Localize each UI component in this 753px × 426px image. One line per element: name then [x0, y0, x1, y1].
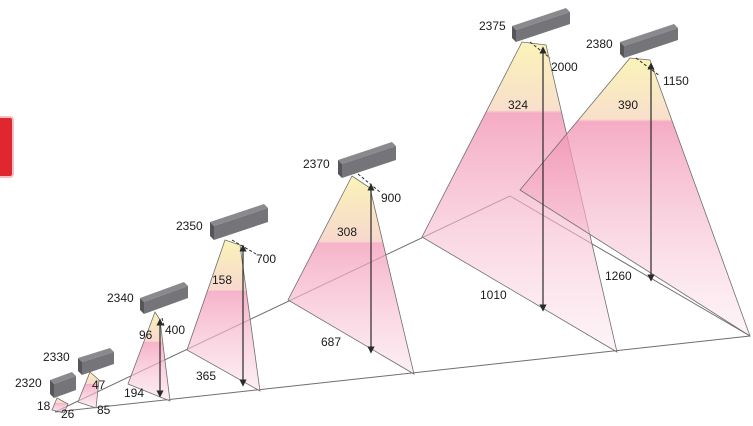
beam-2330 [77, 371, 100, 409]
width-label-2380: 390 [618, 98, 638, 112]
labels: 2320 18 26 2330 47 85 2340 96 400 194 23… [15, 19, 689, 421]
width-label-2320: 18 [37, 399, 51, 413]
fixture-2350-icon [210, 204, 268, 240]
depth-label-2375: 1010 [480, 288, 507, 302]
width-label-2370: 308 [337, 225, 357, 239]
fixture-2370-icon [338, 142, 396, 178]
model-label-2320: 2320 [15, 376, 42, 390]
beam-2375 [421, 41, 618, 353]
height-arrows [156, 46, 655, 398]
depth-label-2380: 1260 [605, 269, 632, 283]
model-label-2330: 2330 [43, 350, 70, 364]
depth-label-2320: 26 [61, 407, 75, 421]
fixture-2380-icon [620, 24, 678, 58]
width-label-2375: 324 [508, 98, 528, 112]
beam-2380 [519, 57, 751, 337]
width-label-2350: 158 [212, 273, 232, 287]
fixture-2340-icon [140, 282, 188, 314]
height-label-2375: 2000 [551, 60, 578, 74]
model-label-2380: 2380 [586, 37, 613, 51]
height-label-2370: 900 [381, 191, 401, 205]
red-side-tab [0, 116, 14, 178]
model-label-2350: 2350 [176, 219, 203, 233]
fixture-2320-icon [50, 372, 76, 398]
depth-label-2370: 687 [321, 335, 341, 349]
fixture-2330-icon [78, 348, 114, 375]
fixture-2375-icon [512, 8, 570, 42]
depth-label-2330: 85 [97, 403, 111, 417]
height-label-2330: 47 [92, 378, 106, 392]
dashed-leaders [161, 41, 661, 327]
depth-label-2340: 194 [124, 386, 144, 400]
height-label-2340: 400 [165, 323, 185, 337]
depth-label-2350: 365 [196, 369, 216, 383]
beam-2320 [51, 397, 69, 414]
height-label-2380: 1150 [663, 74, 689, 88]
height-label-2350: 700 [256, 252, 276, 266]
beam-2370 [287, 175, 415, 375]
model-label-2340: 2340 [107, 291, 134, 305]
model-label-2375: 2375 [479, 19, 506, 33]
model-label-2370: 2370 [303, 157, 330, 171]
width-label-2340: 96 [139, 328, 153, 342]
